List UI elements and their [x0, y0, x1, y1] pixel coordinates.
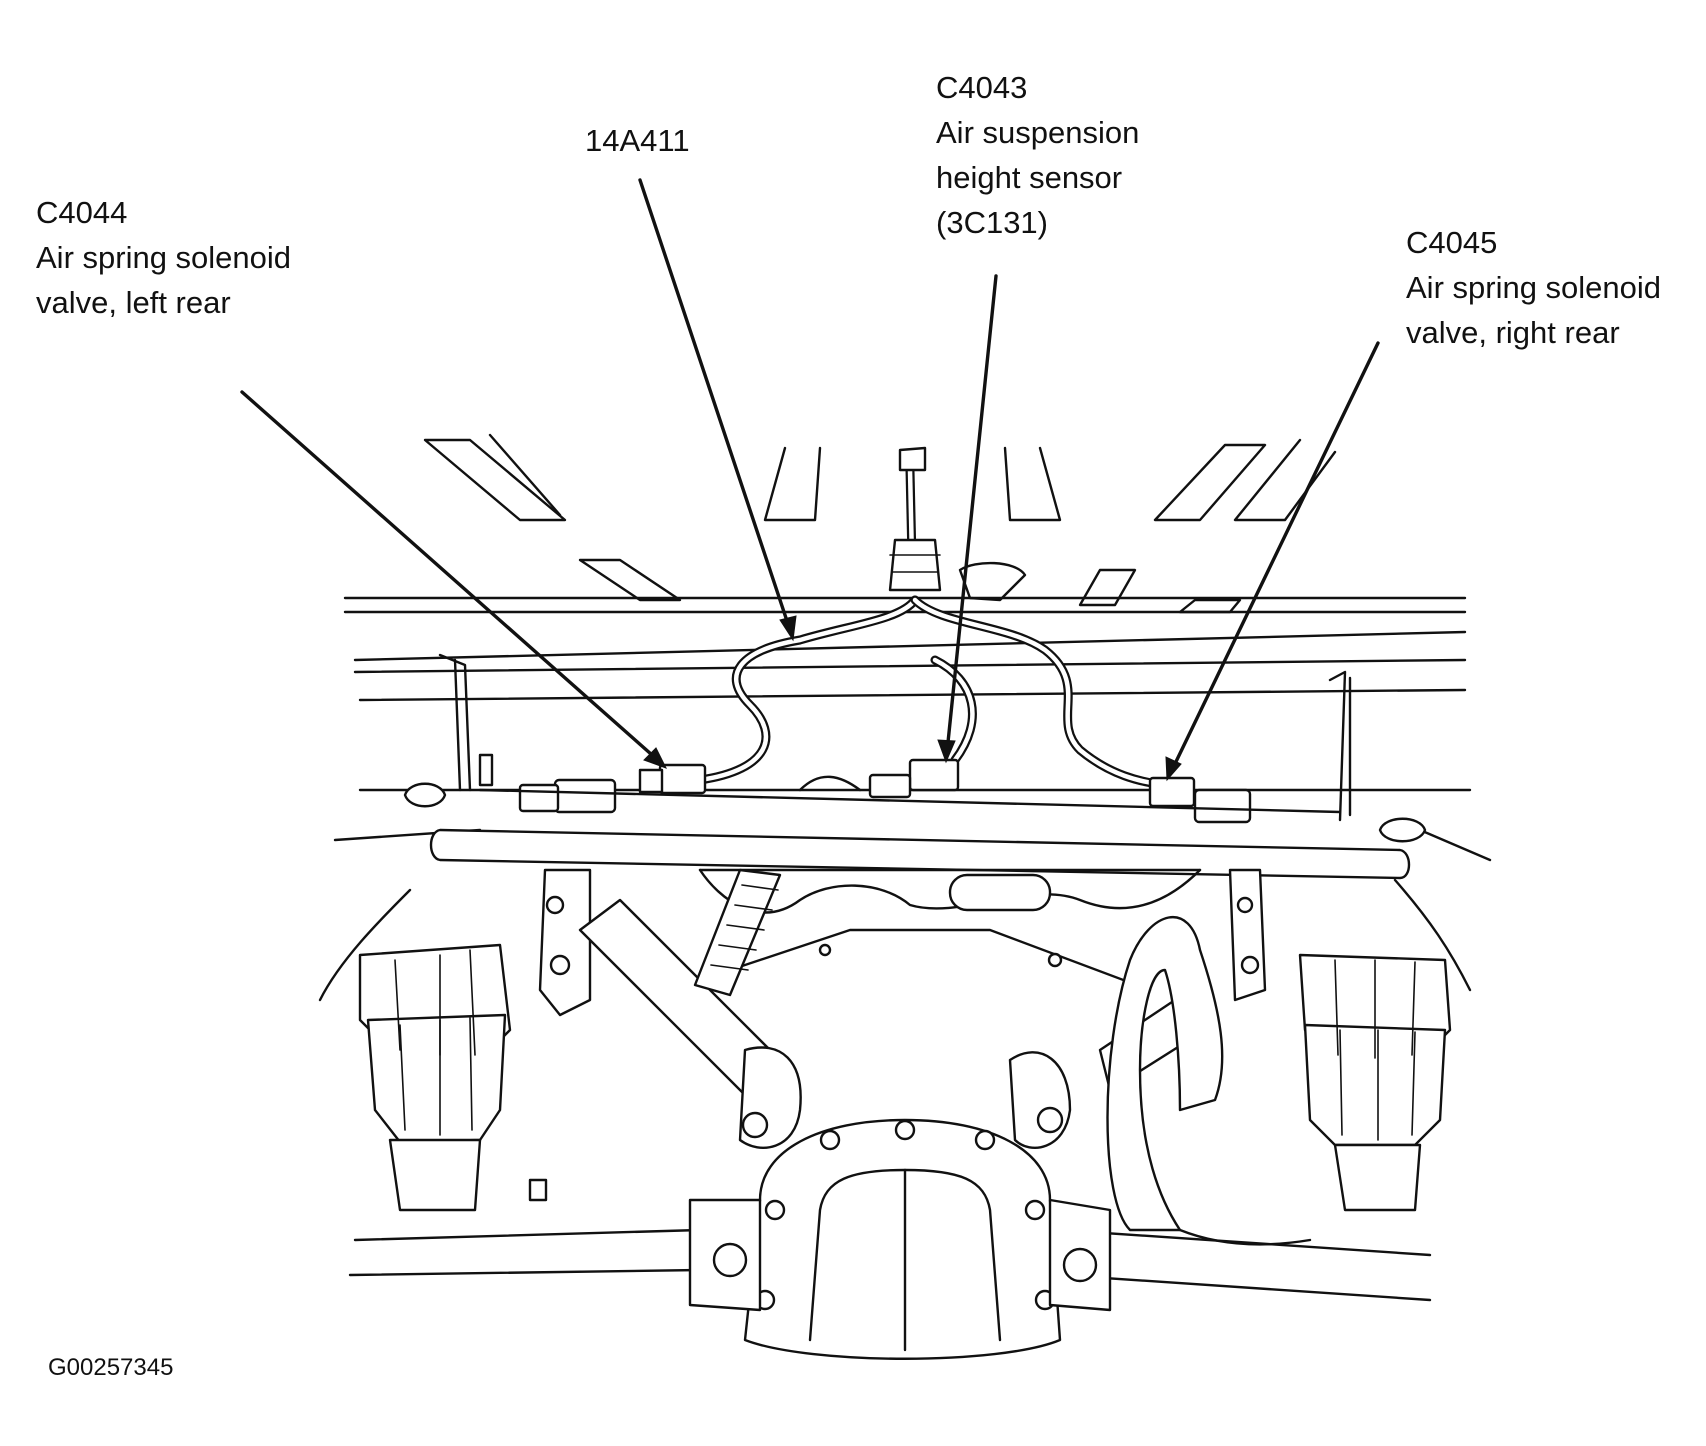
- callout-c4045: C4045 Air spring solenoid valve, right r…: [1406, 220, 1661, 355]
- callout-c4045-line1: Air spring solenoid: [1406, 270, 1662, 305]
- figure-id: G00257345: [48, 1354, 174, 1381]
- arrowhead-c4045: [1165, 756, 1182, 782]
- harness-connectors: [478, 758, 1342, 824]
- arrowhead-14a411: [779, 615, 797, 642]
- callout-c4043-line3: (3C131): [936, 205, 1048, 240]
- callout-c4044: C4044 Air spring solenoid valve, left re…: [36, 190, 291, 325]
- callout-c4044-code: C4044: [36, 195, 128, 230]
- arrowhead-c4044: [643, 747, 668, 769]
- callout-c4043-line2: height sensor: [936, 160, 1123, 195]
- leader-c4045: [1170, 341, 1380, 772]
- arrowhead-c4043: [937, 739, 956, 764]
- callout-c4043-code: C4043: [936, 70, 1028, 105]
- axle-tubes: [348, 1178, 1432, 1312]
- callout-c4044-line2: valve, left rear: [36, 285, 231, 320]
- frame-brackets: [403, 653, 1427, 843]
- callout-c4043: C4043 Air suspension height sensor (3C13…: [936, 65, 1139, 245]
- leader-c4043: [945, 274, 998, 754]
- callout-c4045-code: C4045: [1406, 225, 1498, 260]
- frame-crossmember: [333, 596, 1492, 862]
- callout-harness: 14A411: [585, 118, 690, 163]
- air-spring-left: [318, 888, 512, 1212]
- boot-hose: [693, 868, 782, 997]
- air-spring-right: [1298, 878, 1472, 1212]
- callout-c4043-line1: Air suspension: [936, 115, 1140, 150]
- leader-lines: [240, 178, 1380, 782]
- differential-housing: [743, 1118, 1062, 1360]
- crossbar-tube: [429, 828, 1411, 880]
- floor-pan-ribs: [423, 433, 1337, 614]
- callout-harness-code: 14A411: [585, 123, 690, 158]
- callout-c4044-line1: Air spring solenoid: [36, 240, 292, 275]
- leader-14a411: [638, 178, 792, 632]
- leader-c4044: [240, 390, 662, 764]
- exhaust-pipe: [1106, 915, 1312, 1246]
- wiring-harness: [695, 446, 1170, 790]
- control-arms: [538, 868, 1267, 1149]
- crossmember-plate: [698, 868, 1202, 992]
- callout-c4045-line2: valve, right rear: [1406, 315, 1620, 350]
